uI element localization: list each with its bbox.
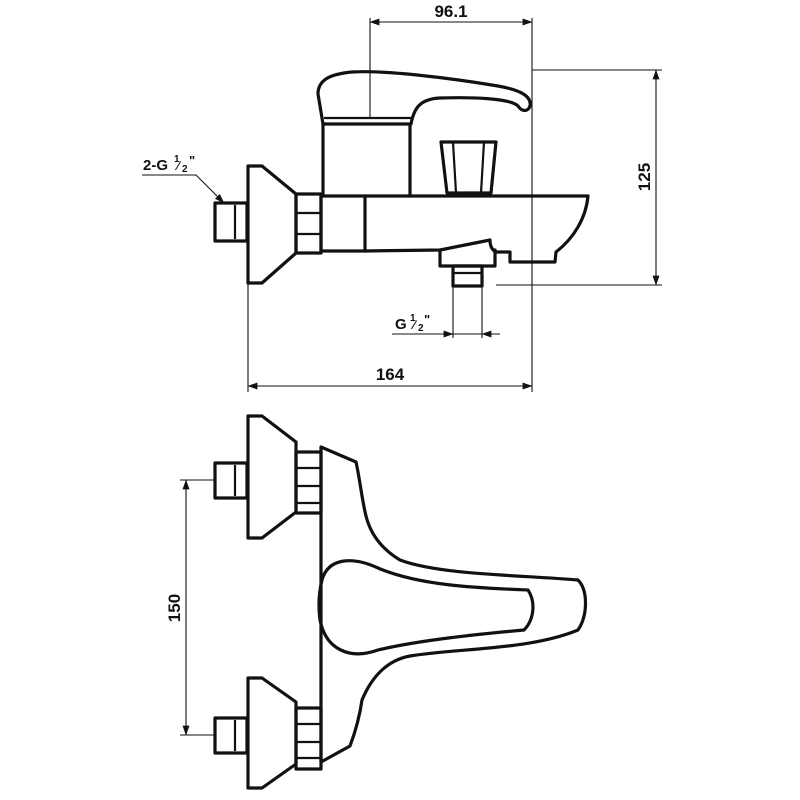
svg-text:⁄: ⁄ [174,159,182,173]
top-view [213,414,588,790]
svg-text:2: 2 [418,323,424,334]
dim-top-width: 96.1 [434,2,467,21]
side-spout [363,194,590,264]
side-outlet [438,248,497,288]
side-inlet-stub [213,201,249,243]
side-view-dimensions: 96.1 125 164 G 1 ⁄ 2 " 2-G 1 ⁄ 2 [142,2,662,392]
svg-text:2: 2 [182,164,188,175]
side-cartridge [321,122,412,198]
dim-height: 125 [635,163,654,191]
top-body [319,445,588,764]
side-connector [319,194,367,253]
label-inlet-thread: 2-G 1 ⁄ 2 " [143,153,195,175]
top-lower-inlet [213,676,323,790]
top-view-dimensions: 150 [165,479,215,736]
svg-text:1: 1 [410,313,416,324]
svg-text:⁄: ⁄ [410,318,418,332]
dim-inlet-spacing: 150 [165,594,184,622]
side-lever [316,70,532,126]
dim-overall-length: 164 [376,365,405,384]
svg-text:": " [424,312,430,327]
top-lever [317,559,535,656]
side-diverter-knob [439,140,498,195]
top-upper-inlet [213,414,323,540]
svg-text:1: 1 [174,154,180,165]
label-outlet-thread: G 1 ⁄ 2 " [395,312,430,334]
side-hex-nut [294,192,323,255]
svg-text:": " [189,153,195,168]
side-flange [246,164,298,285]
svg-text:2-G: 2-G [143,157,168,174]
side-view [213,70,590,288]
svg-text:G: G [395,316,407,333]
